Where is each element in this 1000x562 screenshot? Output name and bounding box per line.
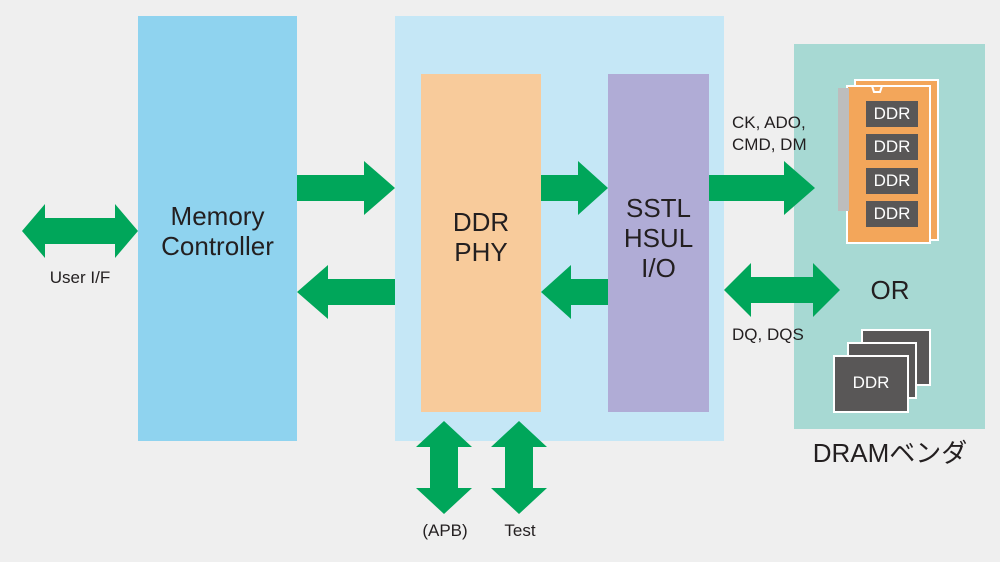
- dq-double-arrow: [724, 263, 840, 317]
- or-label: OR: [870, 275, 910, 305]
- dq-label: DQ, DQS: [732, 325, 804, 344]
- phy-to-io-arrow: [541, 161, 608, 215]
- io-to-phy-arrow: [541, 265, 608, 319]
- discrete-chip-label: DDR: [852, 373, 890, 392]
- ddr-phy-label: DDR PHY: [452, 207, 510, 267]
- user-if-double-arrow: [22, 204, 138, 258]
- phy-to-mc-arrow: [297, 265, 395, 319]
- module-chip-4: DDR: [866, 201, 918, 227]
- io-block: SSTL HSUL I/O: [608, 74, 709, 412]
- ddr-phy-block: DDR PHY: [421, 74, 541, 412]
- mc-to-phy-arrow: [297, 161, 395, 215]
- test-double-arrow: [491, 421, 547, 514]
- test-label: Test: [504, 521, 536, 540]
- module-chip-2: DDR: [866, 134, 918, 160]
- user-if-label: User I/F: [49, 268, 111, 287]
- memory-controller-label: Memory Controller: [161, 201, 274, 261]
- ddr-chip-stack: [833, 329, 931, 413]
- memory-controller-block: Memory Controller: [138, 16, 297, 441]
- ck-cmd-label: CK, ADO, CMD, DM: [732, 113, 807, 154]
- apb-label: (APB): [422, 521, 468, 540]
- module-chip-1: DDR: [866, 101, 918, 127]
- ck-cmd-arrow: [709, 161, 815, 215]
- dram-vendor-label: DRAMベンダ: [812, 438, 968, 468]
- apb-double-arrow: [416, 421, 472, 514]
- io-label: SSTL HSUL I/O: [623, 193, 694, 283]
- module-chip-3: DDR: [866, 168, 918, 194]
